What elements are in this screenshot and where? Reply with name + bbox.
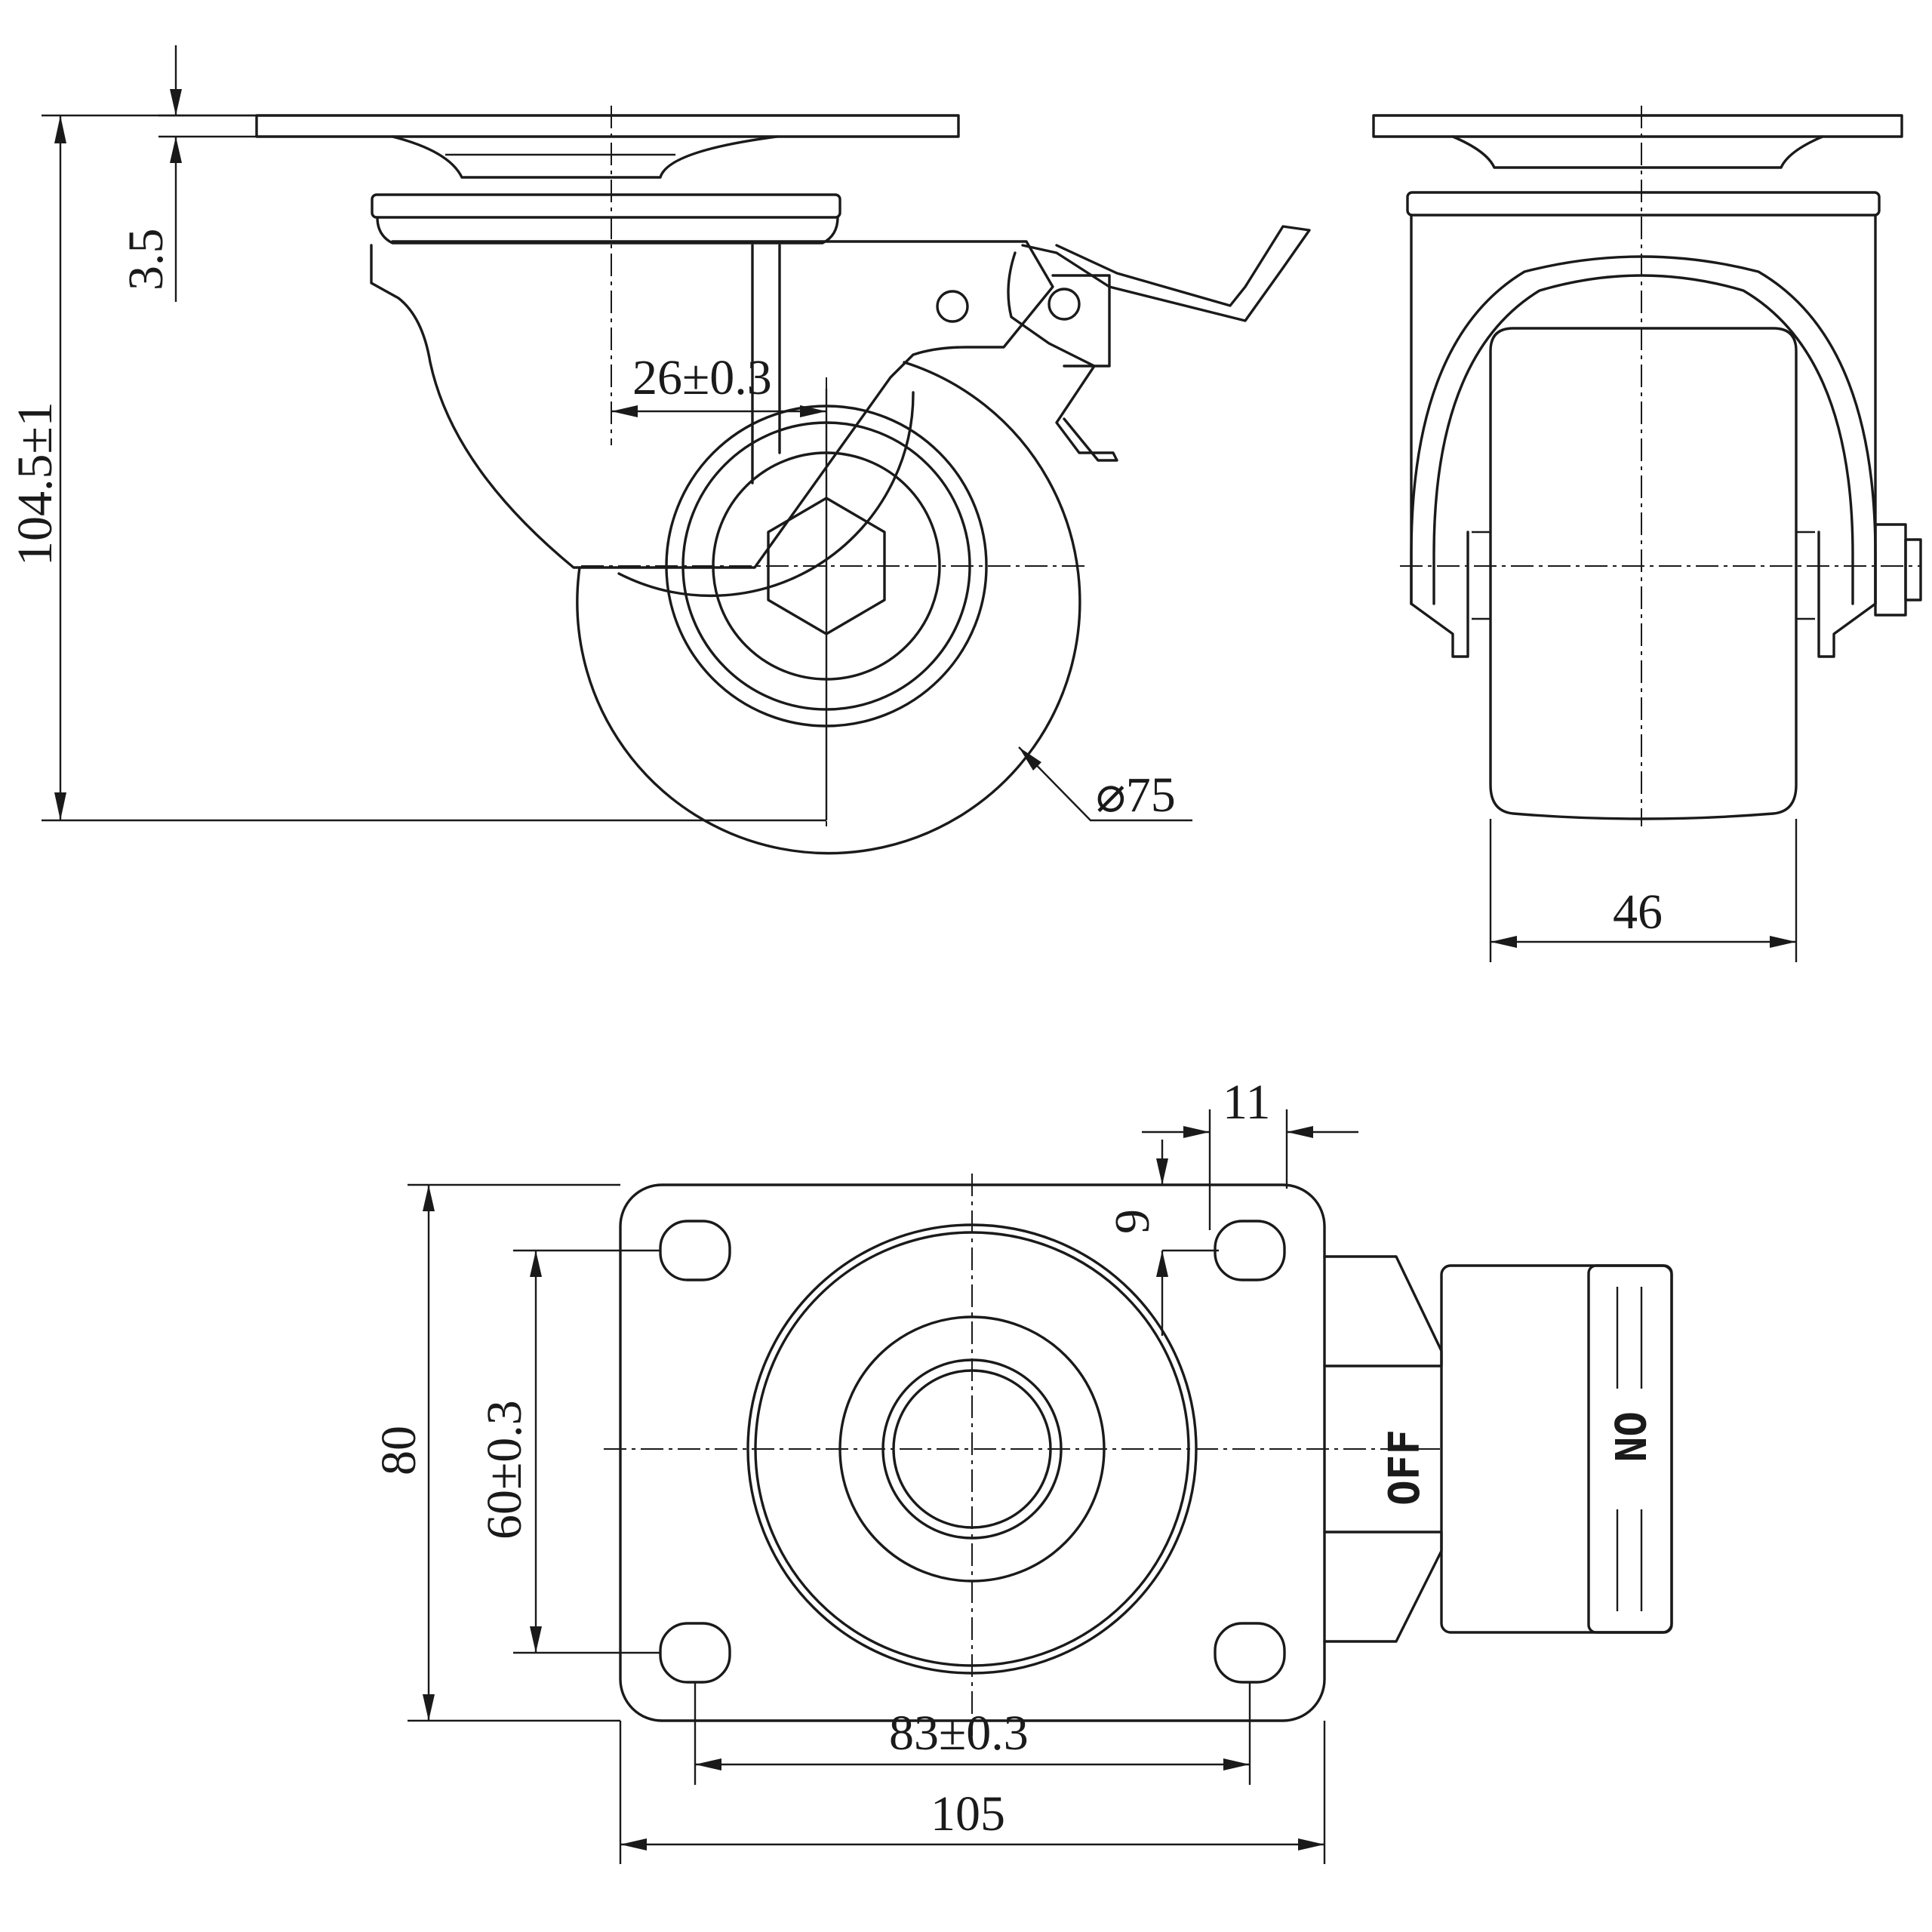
top-view: OFF ON 80 60±0.3 83±0.3 105 11	[371, 1075, 1673, 1864]
brake-pedal-arm	[1323, 1255, 1443, 1367]
dim-plate-width: 105	[931, 1786, 1005, 1841]
dim-plate-height: 80	[371, 1426, 426, 1475]
side-fork-body	[370, 240, 1054, 569]
brake-pedal-on-pad	[1587, 1264, 1673, 1634]
front-axle-nut	[1874, 523, 1907, 617]
mounting-hole-top-right	[1214, 1220, 1286, 1281]
brake-pivot-hole-1	[936, 290, 969, 323]
mounting-hole-bottom-left	[659, 1622, 731, 1684]
front-view: 46	[1372, 106, 1922, 962]
side-wheel-outer	[576, 361, 1081, 855]
mounting-hole-bottom-right	[1214, 1622, 1286, 1684]
dim-plate-thickness: 3.5	[118, 229, 174, 291]
side-top-plate	[255, 114, 960, 138]
dim-wheel-width: 46	[1613, 884, 1663, 940]
side-brake-lever	[1021, 225, 1311, 322]
side-swivel-cone	[391, 135, 779, 179]
front-bearing-ring	[1406, 191, 1881, 217]
dim-hole-spacing-y: 60±0.3	[477, 1400, 532, 1540]
side-view: 3.5 104.5±1 26±0.3 ⌀75	[8, 45, 1311, 855]
front-wheel	[1489, 327, 1798, 820]
side-bearing-ring	[371, 193, 841, 219]
front-top-plate	[1372, 114, 1903, 138]
side-wheel	[576, 361, 1081, 855]
front-fork	[1410, 255, 1877, 605]
dim-hole-spacing-x: 83±0.3	[889, 1706, 1029, 1761]
brake-label-off: OFF	[1380, 1429, 1429, 1506]
brake-pivot-hole-2	[1048, 288, 1081, 321]
dim-hole-edge-x: 11	[1223, 1075, 1271, 1130]
mounting-hole-top-left	[659, 1220, 731, 1281]
dim-hole-edge-y: 9	[1105, 1209, 1160, 1234]
dim-overall-height: 104.5±1	[8, 401, 63, 566]
dim-offset: 26±0.3	[632, 350, 772, 405]
dim-wheel-diameter: ⌀75	[1096, 768, 1176, 823]
brake-label-on: ON	[1604, 1411, 1654, 1462]
